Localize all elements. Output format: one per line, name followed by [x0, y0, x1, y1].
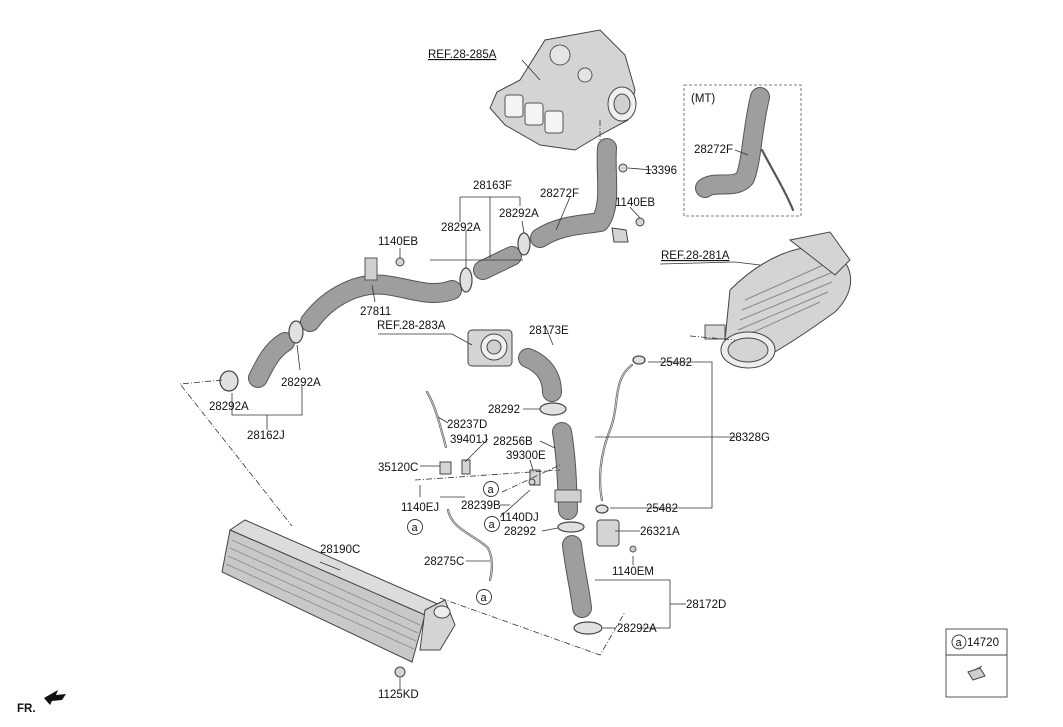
- front-orientation: FR.: [17, 690, 66, 715]
- hose-28162J: [248, 332, 295, 388]
- bolts: [394, 163, 645, 678]
- pipe-28256B: [552, 422, 582, 520]
- part-labels: REF.28-285A REF.28-281A REF.28-283A 1339…: [209, 49, 770, 701]
- label-28173E: 28173E: [529, 325, 569, 337]
- svg-text:a: a: [481, 592, 488, 604]
- label-28292A-b: 28292A: [441, 222, 481, 234]
- ref-airfilter: REF.28-281A: [661, 250, 730, 262]
- mt-part-label: 28272F: [694, 144, 733, 156]
- label-28292A-f: 28292A: [617, 623, 657, 635]
- throttle-body: [467, 329, 513, 367]
- label-28292A-e: 28292A: [209, 401, 249, 413]
- callout-legend: a 14720: [945, 628, 1008, 698]
- label-28292-b: 28292: [504, 526, 536, 538]
- label-1140DJ: 1140DJ: [500, 512, 539, 524]
- marker-a-1: a: [483, 481, 499, 497]
- svg-text:a: a: [412, 522, 419, 534]
- label-25482-b: 25482: [646, 503, 678, 515]
- label-13396: 13396: [645, 165, 677, 177]
- label-1140EM: 1140EM: [612, 566, 654, 578]
- label-28237D: 28237D: [447, 419, 487, 431]
- label-28292A-c: 28292A: [499, 208, 539, 220]
- label-28239B: 28239B: [461, 500, 501, 512]
- label-28256B: 28256B: [493, 436, 533, 448]
- svg-text:a: a: [488, 484, 495, 496]
- marker-a-3: a: [484, 516, 500, 532]
- mt-title: (MT): [691, 93, 715, 105]
- air-intake-hose: [704, 231, 851, 369]
- label-28328G: 28328G: [729, 432, 770, 444]
- label-1140EB-right: 1140EB: [615, 197, 655, 209]
- label-28163F: 28163F: [473, 180, 512, 192]
- hose-28328G: [598, 363, 634, 502]
- legend-part: 14720: [967, 637, 999, 649]
- marker-a-4: a: [476, 589, 492, 605]
- label-39401J: 39401J: [450, 434, 488, 446]
- ref-turbo: REF.28-285A: [428, 49, 497, 61]
- label-28292-a: 28292: [488, 404, 520, 416]
- label-28292A-d: 28292A: [281, 377, 321, 389]
- clamps: [219, 232, 646, 635]
- hose-28173E: [518, 348, 562, 402]
- mt-variant-box: (MT) 28272F: [683, 84, 802, 217]
- label-1140EB-left: 1140EB: [378, 236, 418, 248]
- dashed-flow-lines: [179, 120, 736, 656]
- front-arrow-icon: [44, 690, 66, 705]
- label-39300E: 39300E: [506, 450, 546, 462]
- vacuum-lines: [425, 390, 541, 582]
- label-28162J: 28162J: [247, 430, 285, 442]
- label-28172D: 28172D: [686, 599, 726, 611]
- svg-text:a: a: [489, 519, 496, 531]
- intercooler-28190C: [221, 519, 456, 663]
- label-28190C: 28190C: [320, 544, 360, 556]
- hose-28163F: [473, 246, 522, 280]
- front-label: FR.: [17, 703, 36, 715]
- label-27811: 27811: [360, 306, 391, 318]
- valve-26321A: [596, 519, 637, 553]
- turbocharger-assembly: [489, 29, 637, 151]
- label-28275C: 28275C: [424, 556, 464, 568]
- leader-lines: [231, 59, 761, 690]
- hose-28272F: [530, 138, 629, 248]
- hose-28172D: [562, 535, 592, 618]
- label-25482-a: 25482: [660, 357, 692, 369]
- label-28272F: 28272F: [540, 188, 579, 200]
- legend-marker: a: [956, 637, 963, 649]
- marker-a-2: a: [407, 519, 423, 535]
- label-1140EJ: 1140EJ: [401, 502, 439, 514]
- ref-throttle: REF.28-283A: [377, 320, 446, 332]
- circle-markers: a a a a: [407, 481, 500, 605]
- clip-icon: [967, 665, 986, 681]
- hose-27811: [300, 257, 462, 332]
- label-1125KD: 1125KD: [378, 689, 419, 701]
- label-26321A: 26321A: [640, 526, 680, 538]
- label-35120C: 35120C: [378, 462, 418, 474]
